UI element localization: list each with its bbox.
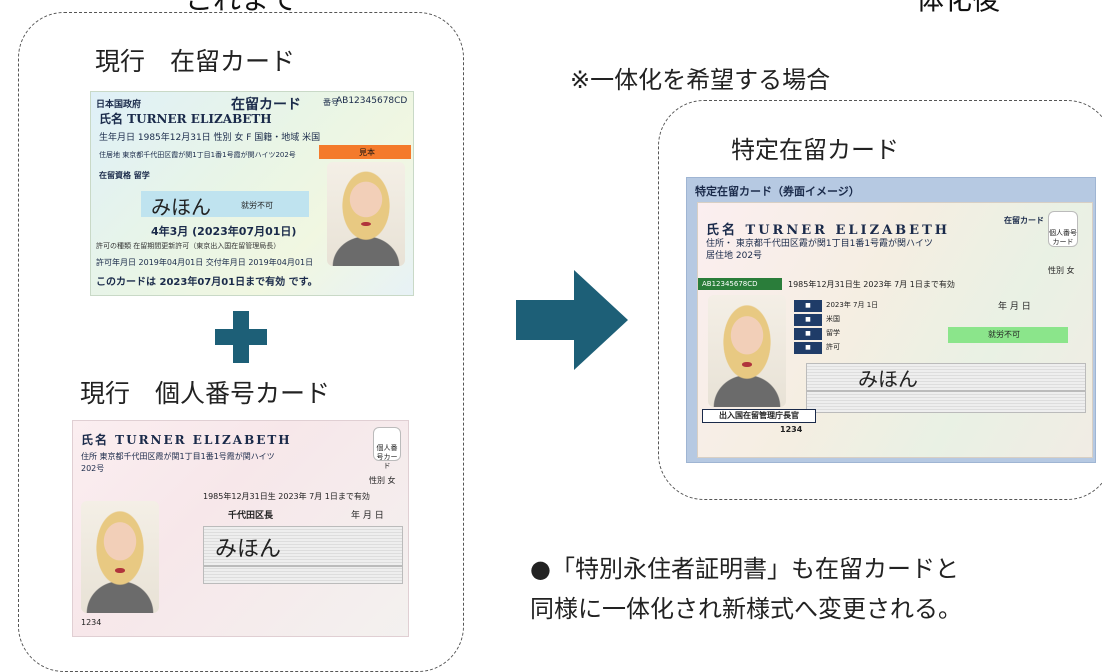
address-line-2: 202号 — [81, 464, 105, 473]
mynumber-badge: 個人番号カード — [373, 427, 401, 470]
issue-date: 許可年月日 2019年04月01日 交付年月日 2019年04月01日 — [96, 258, 314, 267]
holder-name: 氏名 TURNER ELIZABETH — [706, 223, 951, 238]
address-line-1: 住所・ 東京都千代田区霞が関1丁目1番1号霞が関ハイツ — [706, 239, 933, 249]
residence-card-image: 日本国政府 在留カード 番号 AB12345678CD 氏名 TURNER EL… — [90, 91, 414, 296]
id-number-strip: AB12345678CD — [698, 278, 782, 290]
detail-row: ■許可 — [794, 341, 1084, 354]
detail-row: ■留学 — [794, 327, 1084, 340]
detail-row: ■米国 — [794, 313, 1084, 326]
sample-stamp-text: みほん — [151, 195, 211, 219]
serial-number: 1234 — [780, 425, 803, 434]
portrait-photo — [81, 501, 159, 613]
mihon-band — [141, 191, 309, 217]
government-text: 日本国政府 — [96, 100, 142, 110]
issuer: 千代田区長 — [228, 511, 274, 521]
holder-name: 氏名 TURNER ELIZABETH — [81, 433, 292, 447]
date-fields: 年 月 日 — [998, 302, 1031, 312]
sex: 性別 女 — [369, 476, 396, 485]
address: 住居地 東京都千代田区霞が関1丁目1番1号霞が関ハイツ202号 — [99, 151, 296, 159]
remarks-field-2 — [806, 391, 1086, 413]
address-line-1: 住所 東京都千代田区霞が関1丁目1番1号霞が関ハイツ — [81, 452, 275, 461]
ribbon-text: 見本 — [359, 148, 375, 157]
residence-card-label: 現行 在留カード — [95, 47, 296, 76]
row-text: 許可 — [826, 343, 840, 351]
sample-stamp-text: みほん — [215, 537, 282, 562]
row-text: 米国 — [826, 315, 840, 323]
holder-name: 氏名 TURNER ELIZABETH — [99, 112, 272, 126]
birth-and-validity: 1985年12月31日生 2023年 7月 1日まで有効 — [203, 492, 370, 501]
detail-rows: ■2023年 7月 1日 ■米国 ■留学 ■許可 — [794, 299, 1084, 355]
heading-after: 一体化後 — [888, 0, 1000, 18]
issuing-authority: 出入国在留管理庁長官 — [702, 409, 816, 423]
status-of-residence: 在留資格 留学 — [99, 171, 150, 180]
mynumber-card-image: 氏名 TURNER ELIZABETH 住所 東京都千代田区霞が関1丁目1番1号… — [72, 420, 409, 637]
sample-stamp-text: みほん — [858, 367, 918, 391]
sample-ribbon: 見本 — [319, 145, 411, 159]
detail-row: ■2023年 7月 1日 — [794, 299, 1084, 312]
row-text: 留学 — [826, 329, 840, 337]
card-face: 氏名 TURNER ELIZABETH 住所・ 東京都千代田区霞が関1丁目1番1… — [697, 202, 1093, 458]
integrated-card-group — [658, 100, 1102, 500]
note-line-1: ●「特別永住者証明書」も在留カードと — [530, 555, 959, 583]
remarks-field-2 — [203, 566, 403, 584]
valid-until: このカードは 2023年07月01日まで有効 です。 — [96, 277, 318, 288]
birth-and-validity: 1985年12月31日生 2023年 7月 1日まで有効 — [788, 280, 955, 289]
card-number: AB12345678CD — [336, 96, 408, 106]
date-fields: 年 月 日 — [351, 511, 384, 521]
remarks-field — [203, 526, 403, 566]
plus-icon — [215, 311, 267, 363]
work-restriction: 就労不可 — [948, 327, 1068, 343]
address: 住所・ 東京都千代田区霞が関1丁目1番1号霞が関ハイツ 居住地 202号 — [706, 238, 933, 262]
specified-card-label: 特定在留カード — [731, 136, 899, 164]
card-header: 特定在留カード（券面イメージ） — [695, 185, 860, 198]
address: 住所 東京都千代田区霞が関1丁目1番1号霞が関ハイツ 202号 — [81, 451, 275, 475]
serial-number: 1234 — [81, 618, 102, 627]
arrow-right-icon — [516, 270, 628, 370]
sex: 性別 女 — [1048, 266, 1075, 275]
card-title: 在留カード — [1004, 216, 1044, 225]
special-permanent-resident-note: ●「特別永住者証明書」も在留カードと 同様に一体化され新様式へ変更される。 — [530, 549, 962, 629]
mynumber-card-label: 現行 個人番号カード — [80, 379, 331, 408]
mynumber-badge: 個人番号カード — [1048, 211, 1078, 247]
note-line-2: 同様に一体化され新様式へ変更される。 — [530, 595, 962, 623]
period-of-stay: 4年3月 (2023年07月01日) — [151, 225, 297, 238]
permit-type: 許可の種類 在留期間更新許可（東京出入国在留管理局長） — [96, 242, 281, 250]
specified-card-image: 特定在留カード（券面イメージ） 氏名 TURNER ELIZABETH 住所・ … — [686, 177, 1096, 463]
address-line-2: 居住地 202号 — [706, 251, 763, 261]
birth-date: 生年月日 1985年12月31日 性別 女 F 国籍・地域 米国 — [99, 133, 321, 143]
row-text: 2023年 7月 1日 — [826, 301, 879, 309]
card-title: 在留カード — [231, 97, 301, 113]
portrait-photo — [708, 295, 786, 407]
integration-note: ※一体化を希望する場合 — [570, 66, 831, 94]
remarks-field — [806, 363, 1086, 391]
work-restriction: 就労不可 — [241, 201, 273, 210]
portrait-photo — [327, 162, 405, 266]
number-label: 番号 — [323, 98, 339, 107]
